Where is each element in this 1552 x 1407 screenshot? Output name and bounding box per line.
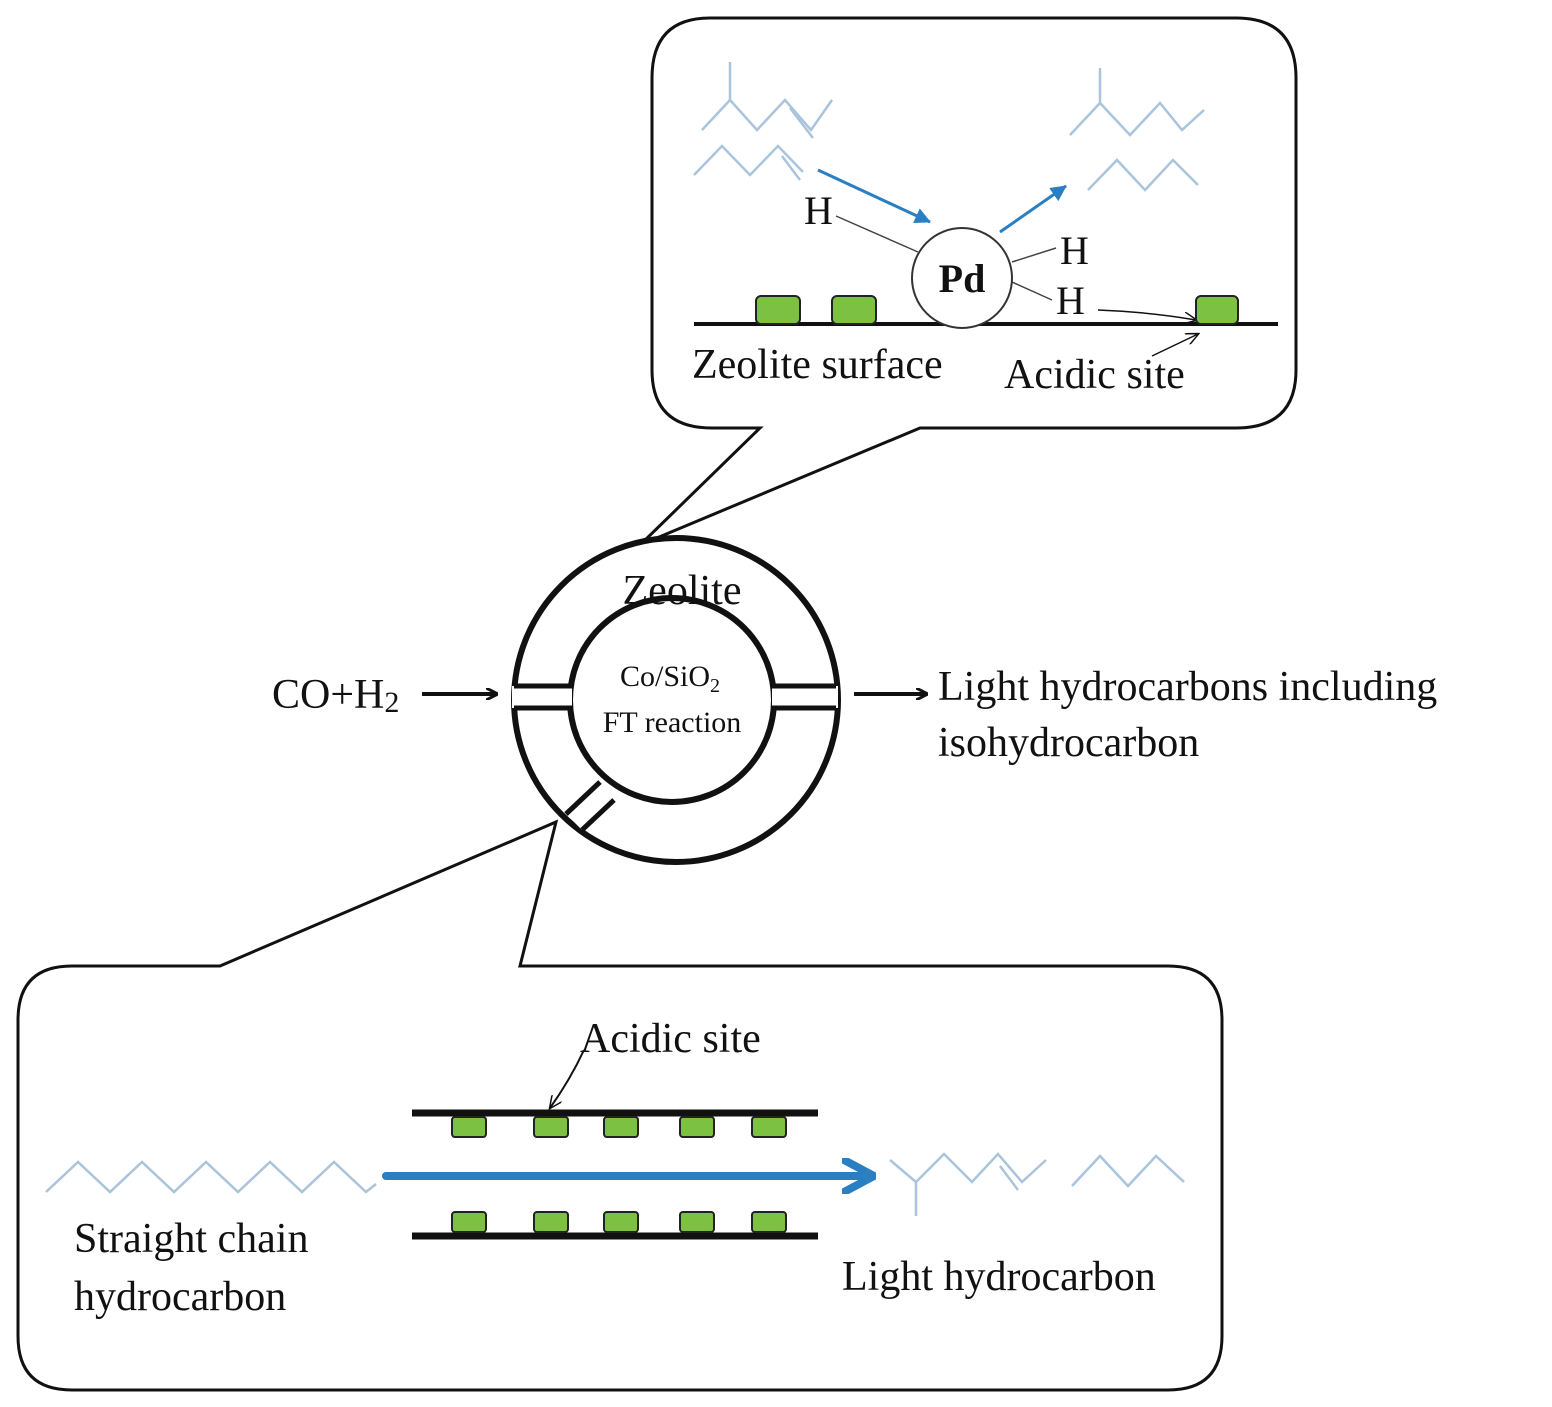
linear-alkene-chain (693, 144, 804, 177)
zeolite-surface-label: Zeolite surface (692, 342, 943, 388)
linear-alkene-double-bond (781, 155, 801, 181)
acid-site (679, 1116, 715, 1138)
core-label-line1: Co/SiO2 (620, 660, 720, 697)
acid-site (603, 1211, 639, 1233)
acidic-site-label-top: Acidic site (1004, 352, 1185, 398)
bottom-callout-bubble (16, 819, 1224, 1392)
top-callout: H Pd H H Zeolite surface Acidic site (638, 16, 1298, 547)
branched-alkene-double-bond (789, 107, 814, 139)
zeolite-channel-right (772, 686, 838, 708)
branched-alkane-chain (1069, 101, 1205, 137)
h-right-bottom-label: H (1056, 278, 1085, 323)
acidic-site-label-bottom: Acidic site (580, 1016, 761, 1062)
pd-label: Pd (939, 256, 986, 301)
acid-site (751, 1211, 787, 1233)
acidic-site-pointer-bottom (550, 1049, 585, 1108)
acid-site (533, 1211, 569, 1233)
light-linear-alkane-chain (1071, 1154, 1185, 1188)
h-left-bond (835, 215, 919, 253)
h-left-label: H (804, 188, 833, 233)
h-right-top-label: H (1060, 228, 1089, 273)
acid-site (603, 1116, 639, 1138)
product-label-line2: isohydrocarbon (938, 720, 1199, 766)
h-right-top-bond (1011, 247, 1057, 263)
acid-site (1195, 295, 1239, 325)
light-branched-alkene-double-bond (999, 1165, 1019, 1191)
core-label-line2: FT reaction (603, 706, 742, 739)
acidic-site-pointer-top (1151, 334, 1198, 357)
light-hydrocarbon-label: Light hydrocarbon (842, 1254, 1156, 1300)
zeolite-channel-bottom (566, 784, 614, 830)
capsule-catalyst: Zeolite Co/SiO2 FT reaction (511, 535, 841, 865)
straight-chain-label-line1: Straight chain (74, 1216, 308, 1262)
acid-site (679, 1211, 715, 1233)
adsorption-arrow (817, 168, 931, 224)
acid-site (533, 1116, 569, 1138)
acid-site (451, 1211, 487, 1233)
linear-alkane-chain (1087, 158, 1199, 192)
zeolite-label: Zeolite (623, 568, 742, 614)
product-label-line1: Light hydrocarbons including (938, 664, 1437, 710)
pd-particle (911, 227, 1013, 329)
straight-chain-label-line2: hydrocarbon (74, 1274, 286, 1320)
co-sio2-core (567, 595, 777, 805)
acid-site (451, 1116, 487, 1138)
h-right-bottom-bond (1011, 281, 1053, 301)
zeolite-channel-left (512, 686, 572, 708)
acid-site (831, 295, 877, 325)
bottom-callout: Acidic site Straight chain hydrocarbon L… (16, 819, 1224, 1392)
feed-label: CO+H2 (272, 672, 399, 719)
h-spillover-arrow (1097, 309, 1196, 320)
acid-site (751, 1116, 787, 1138)
acid-site (755, 295, 801, 325)
straight-chain-hydrocarbon (45, 1160, 377, 1194)
desorption-arrow (999, 184, 1067, 234)
branched-alkene-chain (701, 98, 834, 133)
